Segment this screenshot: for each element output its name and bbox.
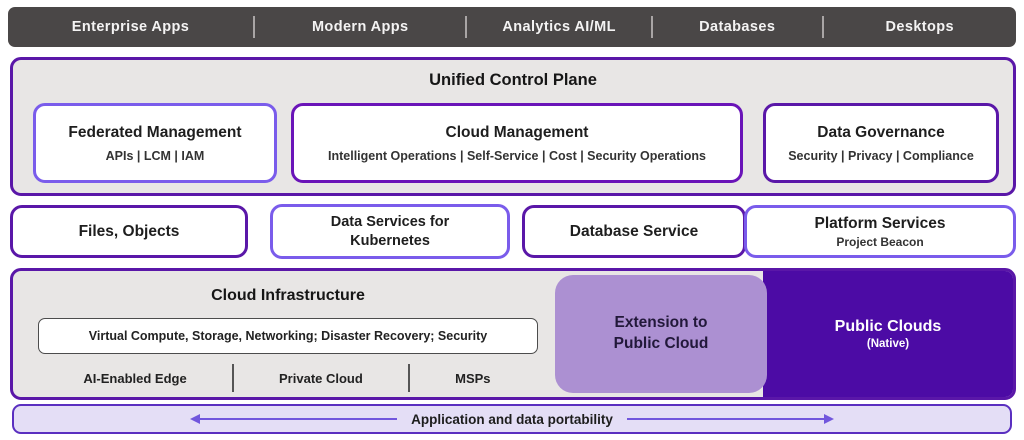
infrastructure-capabilities-box: Virtual Compute, Storage, Networking; Di…: [38, 318, 538, 354]
divider: [408, 364, 410, 392]
public-clouds-native-zone: Public Clouds (Native): [763, 271, 1013, 397]
cloud-infrastructure-title: Cloud Infrastructure: [211, 287, 365, 304]
workload-analytics-ai-ml: Analytics AI/ML: [502, 19, 616, 35]
divider: [253, 16, 256, 38]
data-governance-box: Data Governance Security | Privacy | Com…: [763, 103, 999, 183]
deployment-msps: MSPs: [455, 370, 491, 386]
deployment-private-cloud: Private Cloud: [279, 370, 363, 386]
right-arrow-icon: [626, 414, 834, 424]
deployment-options-row: AI-Enabled Edge Private Cloud MSPs: [38, 363, 536, 393]
extension-to-public-cloud-label: Extension to Public Cloud: [613, 314, 709, 352]
cloud-infrastructure-panel: Public Clouds (Native) Extension to Publ…: [10, 268, 1016, 400]
unified-control-plane-title: Unified Control Plane: [429, 71, 597, 89]
cloud-management-box: Cloud Management Intelligent Operations …: [291, 103, 743, 183]
public-clouds-title: Public Clouds: [834, 318, 942, 335]
federated-management-box: Federated Management APIs | LCM | IAM: [33, 103, 277, 183]
data-governance-title: Data Governance: [817, 123, 945, 141]
federated-management-title: Federated Management: [68, 123, 242, 141]
deployment-ai-enabled-edge: AI-Enabled Edge: [83, 370, 187, 386]
divider: [650, 16, 653, 38]
data-services-kubernetes-title: Data Services for Kubernetes: [330, 214, 450, 249]
files-objects-box: Files, Objects: [10, 205, 248, 258]
left-arrow-icon: [190, 414, 398, 424]
workload-desktops: Desktops: [885, 19, 955, 35]
platform-services-title: Platform Services: [814, 215, 946, 233]
platform-services-box: Platform Services Project Beacon: [744, 205, 1016, 258]
portability-bar: Application and data portability: [12, 404, 1012, 434]
portability-label: Application and data portability: [411, 411, 613, 427]
data-services-kubernetes-box: Data Services for Kubernetes: [270, 204, 510, 259]
cloud-management-items: Intelligent Operations | Self-Service | …: [328, 149, 706, 164]
federated-management-items: APIs | LCM | IAM: [105, 149, 205, 164]
database-service-title: Database Service: [569, 222, 699, 240]
platform-services-subtitle: Project Beacon: [836, 234, 924, 249]
workload-modern-apps: Modern Apps: [311, 19, 409, 35]
divider: [465, 16, 468, 38]
workload-enterprise-apps: Enterprise Apps: [71, 19, 190, 35]
unified-control-plane-panel: Unified Control Plane Federated Manageme…: [10, 57, 1016, 196]
public-clouds-subtitle: (Native): [866, 338, 910, 350]
cloud-management-title: Cloud Management: [445, 123, 589, 141]
database-service-box: Database Service: [522, 205, 746, 258]
workloads-bar: Enterprise Apps Modern Apps Analytics AI…: [8, 7, 1016, 47]
files-objects-title: Files, Objects: [78, 222, 180, 240]
divider: [232, 364, 234, 392]
divider: [821, 16, 824, 38]
data-governance-items: Security | Privacy | Compliance: [788, 149, 974, 164]
extension-to-public-cloud-box: Extension to Public Cloud: [555, 275, 767, 393]
workload-databases: Databases: [699, 19, 776, 35]
